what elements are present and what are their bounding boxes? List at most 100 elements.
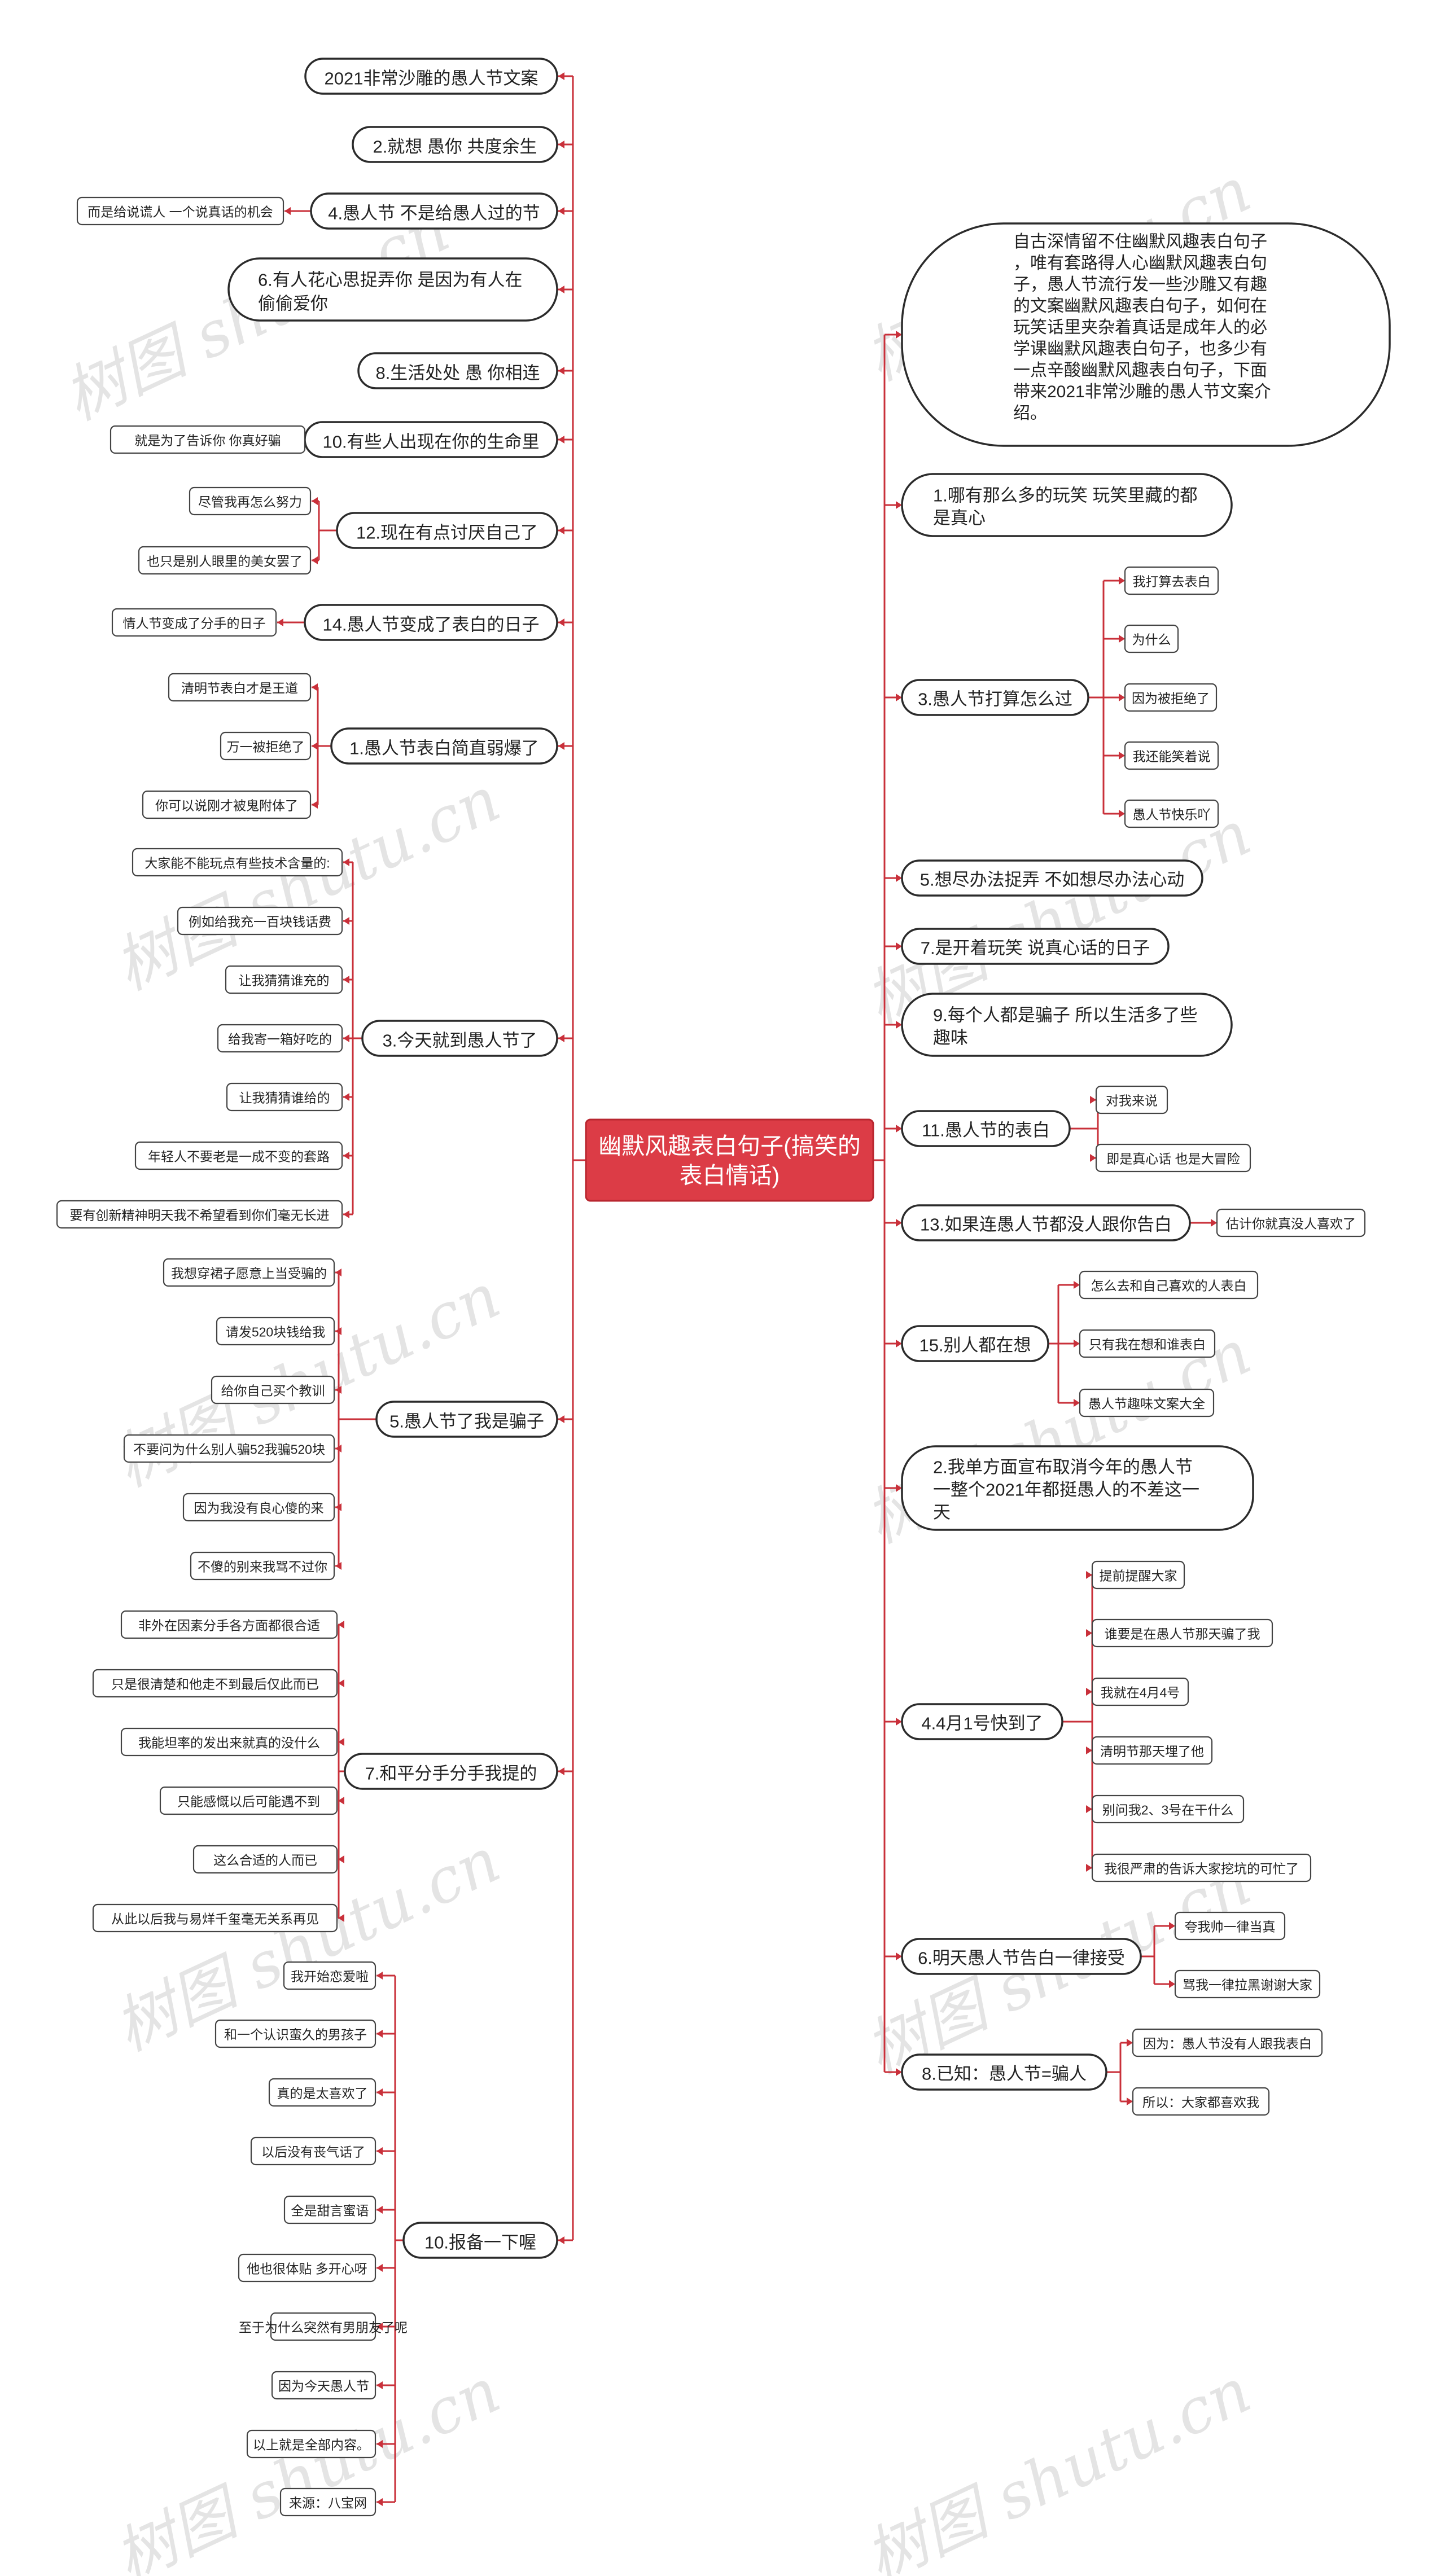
- leaf-node[interactable]: 清明节表白才是王道: [168, 673, 312, 702]
- right-topic-7[interactable]: 13.如果连愚人节都没人跟你告白: [901, 1204, 1191, 1241]
- leaf-node[interactable]: 因为今天愚人节: [271, 2371, 376, 2400]
- left-topic-5[interactable]: 8.生活处处 愚 你相连: [357, 352, 558, 389]
- node-text: 从此以后我与易烊千玺毫无关系再见: [111, 1912, 319, 1926]
- leaf-arrow: [376, 2381, 383, 2389]
- leaf-node[interactable]: 提前提醒大家: [1091, 1560, 1185, 1590]
- branch-arrow: [558, 1415, 564, 1423]
- right-topic-1[interactable]: 1.哪有那么多的玩笑 玩笑里藏的都是真心: [901, 473, 1233, 537]
- topic-pill: [901, 1204, 1191, 1241]
- leaf-node[interactable]: 他也很体贴 多开心呀: [238, 2253, 376, 2283]
- leaf-node[interactable]: 我就在4月4号: [1091, 1677, 1189, 1706]
- left-topic-6[interactable]: 10.有些人出现在你的生命里: [304, 421, 558, 458]
- right-topic-8[interactable]: 15.别人都在想: [901, 1325, 1049, 1362]
- node-text: 我打算去表白: [1133, 574, 1211, 589]
- leaf-node[interactable]: 情人节变成了分手的日子: [111, 608, 277, 637]
- right-topic-9[interactable]: 2.我单方面宣布取消今年的愚人节一整个2021年都挺愚人的不差这一天: [901, 1445, 1254, 1531]
- leaf-node[interactable]: 谁要是在愚人节那天骗了我: [1091, 1618, 1273, 1648]
- left-topic-11[interactable]: 5.愚人节了我是骗子: [375, 1401, 558, 1438]
- leaf-node[interactable]: 因为我没有良心傻的来: [182, 1493, 335, 1522]
- leaf-node[interactable]: 只有我在想和谁表白: [1079, 1329, 1216, 1358]
- leaf-node[interactable]: 我还能笑着说: [1124, 741, 1219, 770]
- leaf-node[interactable]: 请发520块钱给我: [216, 1316, 335, 1346]
- leaf-node[interactable]: 来源：八宝网: [279, 2487, 376, 2517]
- leaf-node[interactable]: 愚人节快乐吖: [1124, 799, 1219, 828]
- node-text: 9.每个人都是骗子 所以生活多了些趣味: [933, 1006, 1197, 1048]
- leaf-node[interactable]: 只是很清楚和他走不到最后仅此而已: [92, 1669, 338, 1698]
- leaf-node[interactable]: 只能感慨以后可能遇不到: [159, 1786, 338, 1815]
- leaf-arrow: [338, 1738, 344, 1746]
- left-topic-10[interactable]: 3.今天就到愚人节了: [361, 1020, 558, 1057]
- leaf-node[interactable]: 和一个认识蛮久的男孩子: [214, 2019, 376, 2048]
- leaf-node[interactable]: 你可以说刚才被鬼附体了: [142, 790, 312, 819]
- right-topic-11[interactable]: 6.明天愚人节告白一律接受: [901, 1938, 1142, 1975]
- leaf-node[interactable]: 给我寄一箱好吃的: [217, 1024, 343, 1053]
- left-topic-9[interactable]: 1.愚人节表白简直弱爆了: [330, 727, 558, 765]
- left-topic-3[interactable]: 4.愚人节 不是给愚人过的节: [310, 192, 558, 230]
- leaf-node[interactable]: 要有创新精神明天我不希望看到你们毫无长进: [56, 1200, 343, 1229]
- leaf-node[interactable]: 即是真心话 也是大冒险: [1095, 1143, 1251, 1173]
- leaf-node[interactable]: 别问我2、3号在干什么: [1091, 1794, 1245, 1824]
- leaf-node[interactable]: 年轻人不要老是一成不变的套路: [134, 1141, 343, 1170]
- leaf-node[interactable]: 而是给说谎人 一个说真话的机会: [76, 196, 284, 226]
- right-topic-10[interactable]: 4.4月1号快到了: [901, 1703, 1063, 1740]
- leaf-node[interactable]: 全是甜言蜜语: [283, 2195, 376, 2224]
- node-text: 尽管我再怎么努力: [198, 495, 302, 510]
- root-node[interactable]: 幽默风趣表白句子(搞笑的表白情话): [585, 1118, 874, 1202]
- right-topic-5[interactable]: 9.每个人都是骗子 所以生活多了些趣味: [901, 993, 1233, 1057]
- node-text: 4.愚人节 不是给愚人过的节: [328, 203, 540, 223]
- leaf-node[interactable]: 也只是别人眼里的美女罢了: [138, 546, 312, 575]
- leaf-node[interactable]: 让我猜猜谁充的: [225, 965, 343, 994]
- left-topic-13[interactable]: 10.报备一下喔: [402, 2222, 558, 2259]
- leaf-node[interactable]: 真的是太喜欢了: [268, 2078, 376, 2107]
- left-topic-1[interactable]: 2021非常沙雕的愚人节文案: [304, 58, 558, 95]
- left-topic-4[interactable]: 6.有人花心思捉弄你 是因为有人在偷偷爱你: [227, 257, 558, 322]
- node-text: 例如给我充一百块钱话费: [189, 915, 331, 929]
- leaf-node[interactable]: 对我来说: [1095, 1085, 1168, 1114]
- leaf-node[interactable]: 我很严肃的告诉大家挖坑的可忙了: [1091, 1853, 1312, 1882]
- leaf-node[interactable]: 给你自己买个教训: [211, 1375, 335, 1405]
- leaf-node[interactable]: 清明节那天埋了他: [1091, 1736, 1213, 1765]
- leaf-node[interactable]: 尽管我再怎么努力: [189, 486, 312, 516]
- leaf-node[interactable]: 至于为什么突然有男朋友了呢: [239, 2312, 408, 2341]
- leaf-node[interactable]: 就是为了告诉你 你真好骗: [110, 425, 306, 454]
- leaf-node[interactable]: 让我猜猜谁给的: [226, 1082, 343, 1112]
- leaf-node[interactable]: 非外在因素分手各方面都很合适: [120, 1610, 338, 1639]
- right-topic-12[interactable]: 8.已知：愚人节=骗人: [901, 2053, 1107, 2091]
- leaf-node[interactable]: 不要问为什么别人骗52我骗520块: [123, 1434, 335, 1463]
- node-text-line: 愚人节快乐吖: [1133, 808, 1211, 822]
- leaf-node[interactable]: 这么合适的人而已: [192, 1845, 338, 1874]
- leaf-node[interactable]: 估计你就真没人喜欢了: [1216, 1208, 1366, 1237]
- leaf-node[interactable]: 因为：愚人节没有人跟我表白: [1132, 2028, 1323, 2057]
- leaf-node[interactable]: 愚人节趣味文案大全: [1079, 1388, 1215, 1418]
- leaf-node[interactable]: 所以：大家都喜欢我: [1132, 2087, 1270, 2116]
- leaf-node[interactable]: 例如给我充一百块钱话费: [177, 906, 343, 936]
- right-topic-2[interactable]: 3.愚人节打算怎么过: [901, 679, 1089, 716]
- leaf-node[interactable]: 我能坦率的发出来就真的没什么: [120, 1727, 338, 1757]
- leaf-node[interactable]: 从此以后我与易烊千玺毫无关系再见: [92, 1903, 338, 1933]
- leaf-node[interactable]: 我想穿裙子愿意上当受骗的: [163, 1258, 335, 1287]
- leaf-node[interactable]: 我打算去表白: [1124, 566, 1219, 595]
- leaf-node[interactable]: 为什么: [1124, 624, 1179, 653]
- node-text-line: 1.愚人节表白简直弱爆了: [349, 738, 539, 758]
- topic-pill: [901, 2053, 1107, 2091]
- leaf-node[interactable]: 不傻的别来我骂不过你: [190, 1551, 335, 1581]
- right-topic-3[interactable]: 5.想尽办法捉弄 不如想尽办法心动: [901, 859, 1203, 897]
- leaf-box: [211, 1375, 335, 1405]
- leaf-node[interactable]: 以上就是全部内容。: [246, 2429, 376, 2459]
- left-topic-7[interactable]: 12.现在有点讨厌自己了: [336, 512, 558, 549]
- node-text: 所以：大家都喜欢我: [1142, 2095, 1259, 2110]
- leaf-node[interactable]: 骂我一律拉黑谢谢大家: [1174, 1969, 1321, 1999]
- right-topic-6[interactable]: 11.愚人节的表白: [901, 1110, 1071, 1147]
- leaf-node[interactable]: 夸我帅一律当真: [1174, 1911, 1286, 1941]
- leaf-node[interactable]: 大家能不能玩点有些技术含量的:: [132, 848, 343, 877]
- node-text-line: 3.今天就到愚人节了: [383, 1030, 537, 1050]
- leaf-node[interactable]: 因为被拒绝了: [1124, 683, 1218, 712]
- left-topic-2[interactable]: 2.就想 愚你 共度余生: [352, 126, 558, 163]
- left-topic-8[interactable]: 14.愚人节变成了表白的日子: [304, 604, 558, 641]
- leaf-node[interactable]: 以后没有丧气话了: [250, 2136, 376, 2166]
- right-topic-4[interactable]: 7.是开着玩笑 说真心话的日子: [901, 928, 1170, 965]
- leaf-node[interactable]: 我开始恋爱啦: [283, 1961, 376, 1990]
- leaf-node[interactable]: 怎么去和自己喜欢的人表白: [1079, 1270, 1259, 1300]
- leaf-node[interactable]: 万一被拒绝了: [220, 731, 312, 761]
- left-topic-12[interactable]: 7.和平分手分手我提的: [344, 1753, 558, 1790]
